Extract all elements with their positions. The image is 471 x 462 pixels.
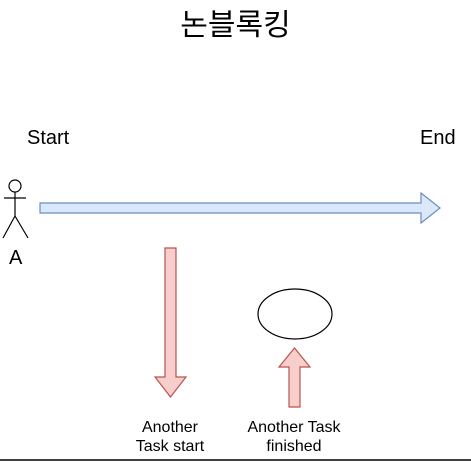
diagram-title: 논블록킹	[180, 8, 291, 43]
end-label: End	[420, 127, 456, 149]
task-finished-label-line2: finished	[266, 438, 322, 455]
actor-label: A	[9, 247, 23, 269]
task-start-label-line1: Another	[141, 419, 199, 436]
task-start-label: Another Task start	[110, 418, 230, 456]
result-ellipse	[257, 288, 333, 340]
task-finished-label-line1: Another Task	[247, 419, 341, 436]
task-start-arrow	[153, 247, 188, 398]
task-finished-label: Another Task finished	[229, 418, 359, 456]
actor-icon	[2, 179, 29, 239]
task-start-label-line2: Task start	[135, 438, 205, 455]
timeline-arrow	[39, 191, 441, 225]
task-finished-arrow	[277, 347, 312, 408]
start-label: Start	[27, 127, 70, 149]
